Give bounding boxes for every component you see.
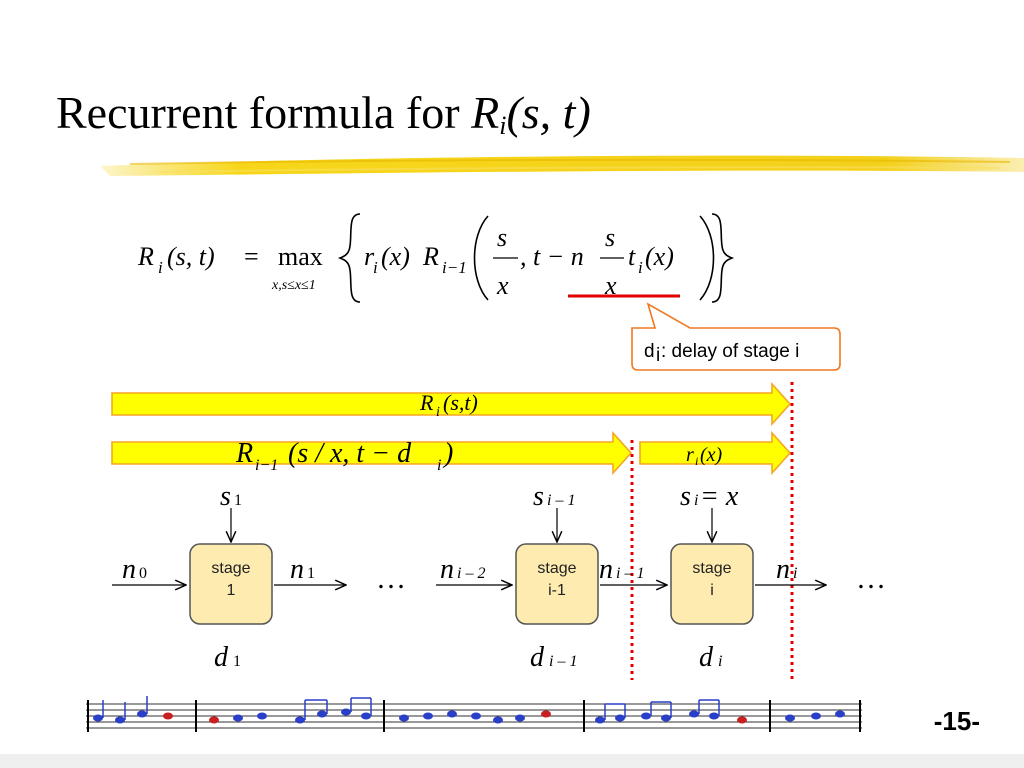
- title-brush-stroke: [100, 155, 1024, 176]
- stage-i-line1: stage: [692, 560, 731, 577]
- stage-i-minus-1: stage i-1: [515, 543, 599, 625]
- title-prefix: Recurrent formula for: [56, 87, 472, 138]
- d1-sub: 1: [233, 653, 241, 670]
- stage-1-line2: 1: [227, 582, 236, 599]
- ellipsis-right: …: [856, 562, 886, 595]
- formula-frac1-den: x: [496, 271, 509, 300]
- ni-sub: i: [793, 565, 797, 582]
- s1-sub: 1: [234, 492, 242, 509]
- formula-frac2-den: x: [604, 271, 617, 300]
- ni-1-label: n: [599, 554, 613, 585]
- ni-2-sub: i – 2: [457, 565, 485, 582]
- s1-label: s: [220, 481, 231, 512]
- si-sub: i: [694, 492, 698, 509]
- title-sub-i: i: [499, 111, 507, 140]
- si-equals-x: = x: [700, 481, 739, 512]
- callout-sub: i: [656, 345, 660, 366]
- callout-rest: : delay of stage i: [661, 341, 799, 362]
- di-label: d: [699, 642, 714, 673]
- slide-title: Recurrent formula for Ri(s, t): [56, 86, 591, 141]
- stage-i-1-line1: stage: [537, 560, 576, 577]
- si-1-sub: i – 1: [547, 492, 575, 509]
- formula-max-sub: x,s≤x≤1: [271, 278, 316, 293]
- formula-eq: =: [244, 242, 259, 271]
- n1-sub: 1: [307, 565, 315, 582]
- ni-2-label: n: [440, 554, 454, 585]
- formula-lhs-R: R: [137, 242, 154, 271]
- arrow-ri-r: r: [686, 444, 694, 466]
- d1-label: d: [214, 642, 229, 673]
- big-left-paren: [473, 215, 489, 301]
- arrow-Ri1-args: (s / x, t − d: [288, 438, 412, 469]
- stage-1-line1: stage: [211, 560, 250, 577]
- formula-frac1-num: s: [497, 223, 507, 252]
- formula-r-arg: (x): [381, 242, 410, 271]
- arrow-Ri1-sub: i−1: [255, 457, 278, 474]
- arrow-Ri1-close: ): [442, 438, 453, 469]
- page-number: -15-: [933, 706, 980, 736]
- formula-frac2-num: s: [605, 223, 615, 252]
- stage-i: stage i: [670, 543, 754, 625]
- stage-i-1-line2: i-1: [548, 582, 566, 599]
- formula-r-sub: i: [373, 258, 378, 277]
- si-1-label: s: [533, 481, 544, 512]
- stage-1: stage 1: [189, 543, 273, 625]
- arrow-ri-args: (x): [700, 444, 723, 466]
- arrow-Ri1-R: R: [235, 438, 253, 469]
- arrow-ri-sub: i: [695, 454, 698, 468]
- di-1-sub: i – 1: [549, 653, 577, 670]
- arrow-Ri-R: R: [419, 390, 434, 415]
- left-brace: [337, 213, 361, 303]
- n1-label: n: [290, 554, 304, 585]
- formula-r: r: [364, 242, 375, 271]
- music-staff-decoration: [86, 696, 862, 732]
- title-args: (s, t): [506, 87, 591, 138]
- arrow-Ri-sub: i: [436, 405, 440, 420]
- callout-box: [631, 302, 841, 371]
- arrow-ri: r i (x): [639, 430, 792, 476]
- n0-label: n: [122, 554, 136, 585]
- formula-lhs-i: i: [158, 258, 163, 277]
- di-sub: i: [718, 653, 722, 670]
- arrow-Ri-args: (s,t): [443, 390, 478, 415]
- callout-d: d: [644, 341, 655, 362]
- formula-lhs-args: (s, t): [167, 242, 215, 271]
- formula-t-minus-n: , t − n: [520, 242, 584, 271]
- arrow-Ri: R i (s,t): [111, 381, 792, 427]
- arrow-Ri-minus-1: R i−1 (s / x, t − d i ): [111, 430, 633, 476]
- ni-1-sub: i – 1: [616, 565, 644, 582]
- n0-sub: 0: [139, 565, 147, 582]
- right-brace: [711, 213, 735, 303]
- ni-label: n: [776, 554, 790, 585]
- stage-i-line2: i: [710, 582, 714, 599]
- formula-t: t: [628, 242, 636, 271]
- formula-t-sub: i: [638, 258, 643, 277]
- recurrence-formula: R i (s, t) = max x,s≤x≤1 r i (x) R i−1 s…: [137, 213, 735, 303]
- formula-R2: R: [422, 242, 439, 271]
- formula-t-arg: (x): [645, 242, 674, 271]
- formula-R2-sub: i−1: [442, 258, 467, 277]
- si-label: s: [680, 481, 691, 512]
- arrow-Ri1-args-sub: i: [437, 457, 441, 474]
- delay-callout: d i : delay of stage i: [631, 302, 841, 371]
- di-1-label: d: [530, 642, 545, 673]
- footer-strip: [0, 754, 1024, 768]
- title-R: R: [471, 87, 500, 138]
- formula-max: max: [278, 242, 323, 271]
- big-right-paren: [699, 215, 715, 301]
- ellipsis-middle: …: [376, 562, 406, 595]
